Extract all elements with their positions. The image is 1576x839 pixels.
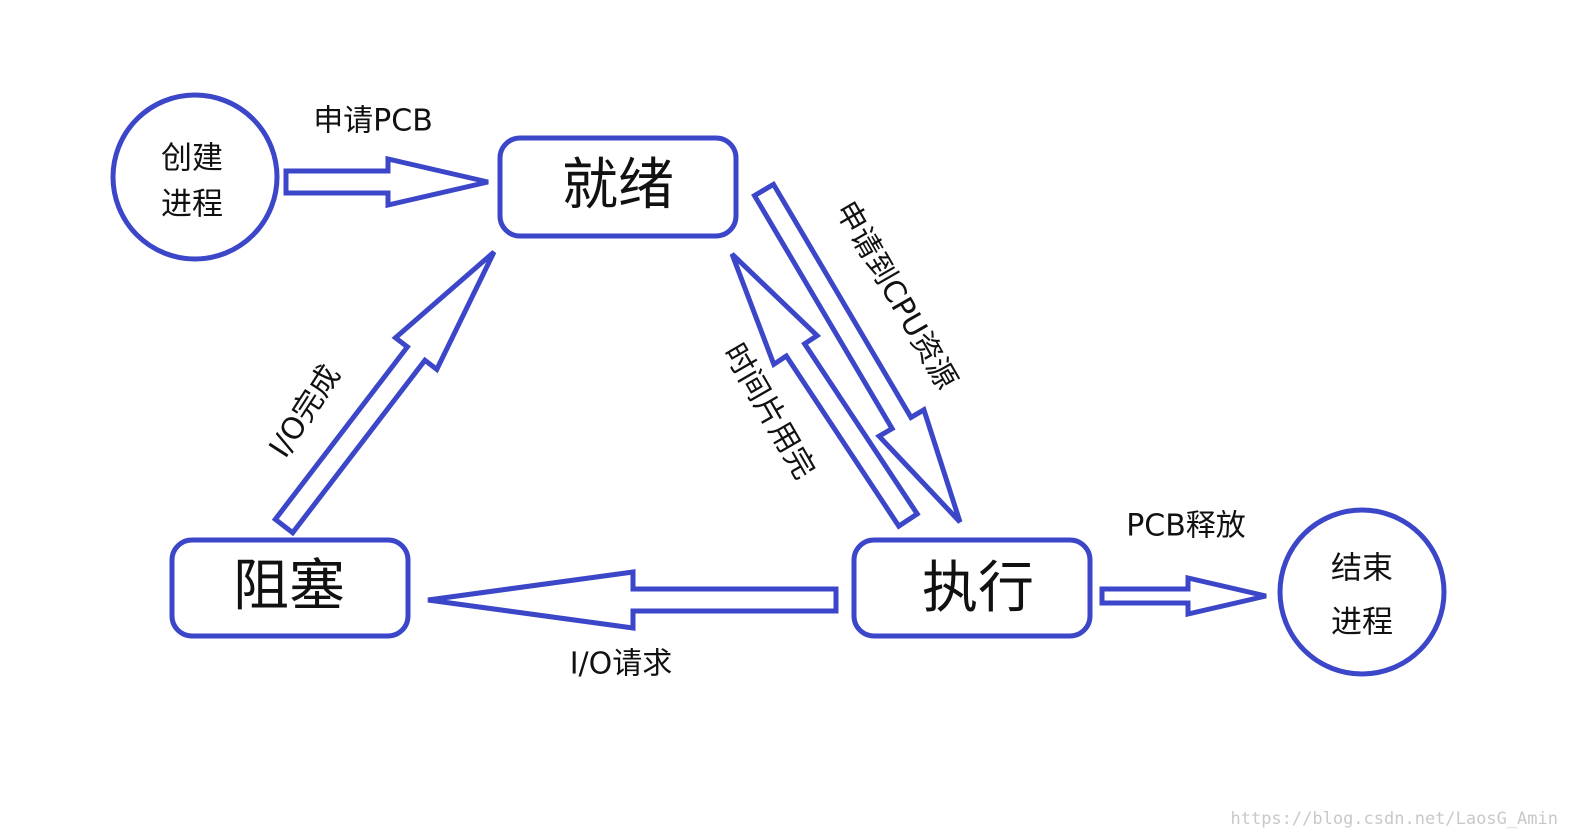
node-ready: 就绪	[497, 135, 739, 239]
running-box	[851, 537, 1093, 639]
arrow-running-to-blocked	[427, 569, 839, 631]
node-create-process: 创建 进程	[110, 92, 280, 262]
label-release-pcb: PCB释放	[1126, 509, 1246, 544]
blocked-box	[169, 537, 411, 639]
arrow-ready-to-running	[751, 180, 963, 524]
terminate-label-line1: 结束	[1331, 551, 1393, 587]
arrow-blocked-to-ready	[271, 250, 497, 537]
arrow-running-to-terminate	[1099, 574, 1267, 618]
arrow-running-to-ready	[729, 252, 921, 530]
node-running: 执行	[851, 537, 1093, 639]
node-terminate-process: 结束 进程	[1277, 507, 1447, 677]
ready-label: 就绪	[562, 153, 674, 218]
node-blocked: 阻塞	[169, 537, 411, 639]
running-label: 执行	[922, 556, 1034, 621]
ready-box	[497, 135, 739, 239]
arrow-create-to-ready	[283, 155, 489, 209]
label-io-request: I/O请求	[570, 647, 673, 682]
create-label-line2: 进程	[161, 187, 223, 223]
label-apply-pcb: 申请PCB	[313, 104, 433, 139]
terminate-label-line2: 进程	[1331, 605, 1393, 641]
terminate-circle	[1277, 507, 1447, 677]
create-label-line1: 创建	[161, 141, 223, 177]
watermark: https://blog.csdn.net/LaosG_Amin	[1230, 809, 1558, 829]
create-circle	[110, 92, 280, 262]
blocked-label: 阻塞	[233, 554, 345, 619]
label-get-cpu: 申请到CPU资源	[828, 195, 964, 395]
